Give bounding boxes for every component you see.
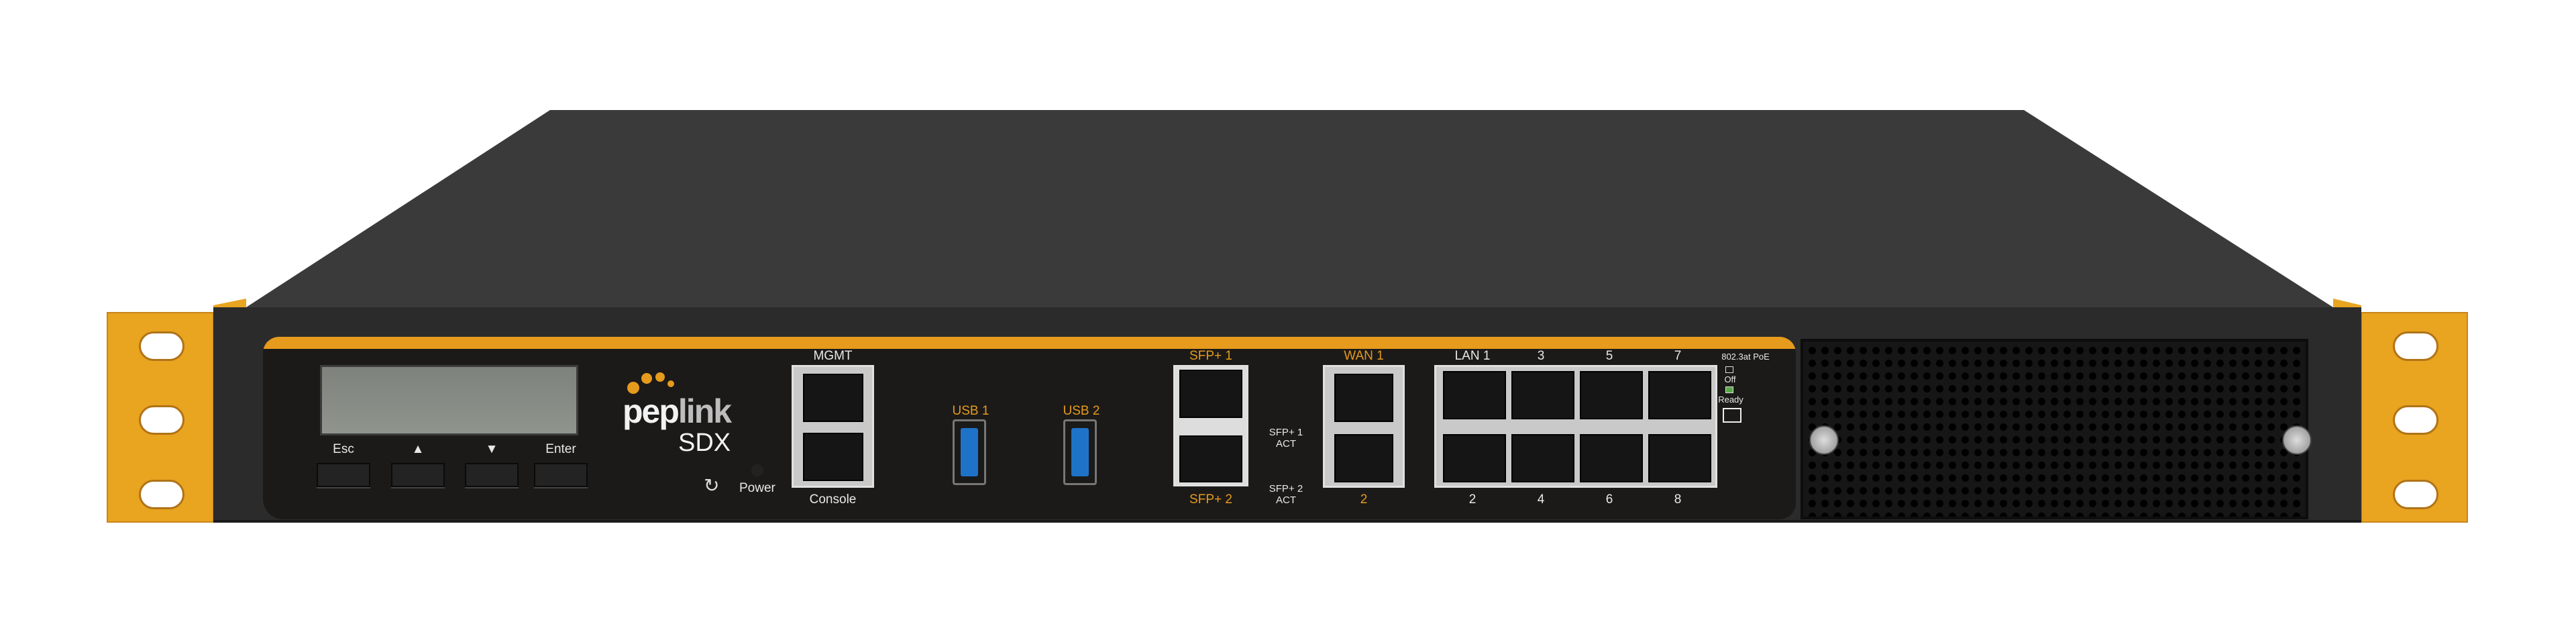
vent-panel — [1801, 339, 2308, 519]
lcd-display — [320, 365, 578, 435]
enter-label: Enter — [545, 442, 576, 456]
right-rack-ear — [2361, 312, 2468, 523]
ethernet-icon — [1723, 408, 1741, 423]
sfp1-label: SFP+ 1 — [1189, 349, 1232, 363]
sfp-cage — [1173, 365, 1248, 486]
left-rack-ear — [107, 312, 214, 523]
lan1-label: LAN 1 — [1454, 349, 1491, 363]
wan2-port[interactable] — [1334, 434, 1393, 482]
wan1-port[interactable] — [1334, 374, 1393, 422]
sfp2-label: SFP+ 2 — [1189, 492, 1232, 507]
wan1-label: WAN 1 — [1344, 349, 1384, 363]
lan5-label: 5 — [1605, 349, 1613, 363]
usb1-port[interactable] — [953, 419, 986, 485]
thumb-screw[interactable] — [1809, 425, 1839, 455]
console-label: Console — [809, 492, 857, 507]
lan7-port[interactable] — [1648, 371, 1711, 419]
front-panel: Esc ▲ ▼ Enter peplink SDX ↻ Power MGMT C… — [263, 337, 1796, 519]
svg-text:peplink: peplink — [623, 392, 732, 430]
lan3-port[interactable] — [1511, 371, 1574, 419]
reset-icon[interactable]: ↻ — [704, 475, 720, 496]
lan2-label: 2 — [1468, 492, 1477, 507]
lan8-port[interactable] — [1648, 434, 1711, 482]
lan8-label: 8 — [1674, 492, 1682, 507]
wan-ports — [1323, 365, 1405, 488]
usb1-label: USB 1 — [952, 404, 989, 418]
lan2-port[interactable] — [1443, 434, 1506, 482]
accent-strip — [263, 337, 1796, 349]
poe-legend-title: 802.3at PoE — [1721, 352, 1770, 362]
sfp2-port[interactable] — [1179, 435, 1242, 482]
thumb-screw[interactable] — [2282, 425, 2312, 455]
lan6-port[interactable] — [1580, 434, 1643, 482]
up-label: ▲ — [411, 442, 425, 456]
esc-label: Esc — [333, 442, 354, 456]
lan7-label: 7 — [1674, 349, 1682, 363]
mgmt-console-ports — [792, 365, 874, 488]
down-label: ▼ — [485, 442, 498, 456]
poe-off-indicator — [1725, 366, 1733, 373]
poe-off-label: Off — [1724, 374, 1736, 384]
lan1-port[interactable] — [1443, 371, 1506, 419]
lan4-port[interactable] — [1511, 434, 1574, 482]
usb2-port[interactable] — [1063, 419, 1097, 485]
mount-hole — [139, 331, 184, 361]
power-label: Power — [739, 481, 775, 495]
lan5-port[interactable] — [1580, 371, 1643, 419]
mount-hole — [139, 480, 184, 509]
wan2-label: 2 — [1360, 492, 1368, 507]
console-port[interactable] — [803, 433, 863, 481]
peplink-logo: peplink SDX — [621, 369, 742, 457]
enter-button[interactable] — [534, 463, 588, 487]
mount-hole — [139, 405, 184, 435]
mgmt-label: MGMT — [813, 349, 853, 363]
esc-button[interactable] — [317, 463, 370, 487]
lan-ports — [1434, 365, 1717, 488]
svg-text:SDX: SDX — [678, 429, 731, 456]
lan3-label: 3 — [1537, 349, 1545, 363]
poe-ready-indicator — [1725, 386, 1733, 393]
lan6-label: 6 — [1605, 492, 1613, 507]
mgmt-port[interactable] — [803, 374, 863, 422]
poe-ready-label: Ready — [1718, 395, 1743, 405]
down-button[interactable] — [465, 463, 519, 487]
up-button[interactable] — [391, 463, 445, 487]
lan4-label: 4 — [1537, 492, 1545, 507]
sfp1-port[interactable] — [1179, 370, 1242, 418]
mount-hole — [2393, 405, 2438, 435]
power-led — [751, 464, 763, 476]
mount-hole — [2393, 480, 2438, 509]
usb2-label: USB 2 — [1063, 404, 1100, 418]
mount-hole — [2393, 331, 2438, 361]
